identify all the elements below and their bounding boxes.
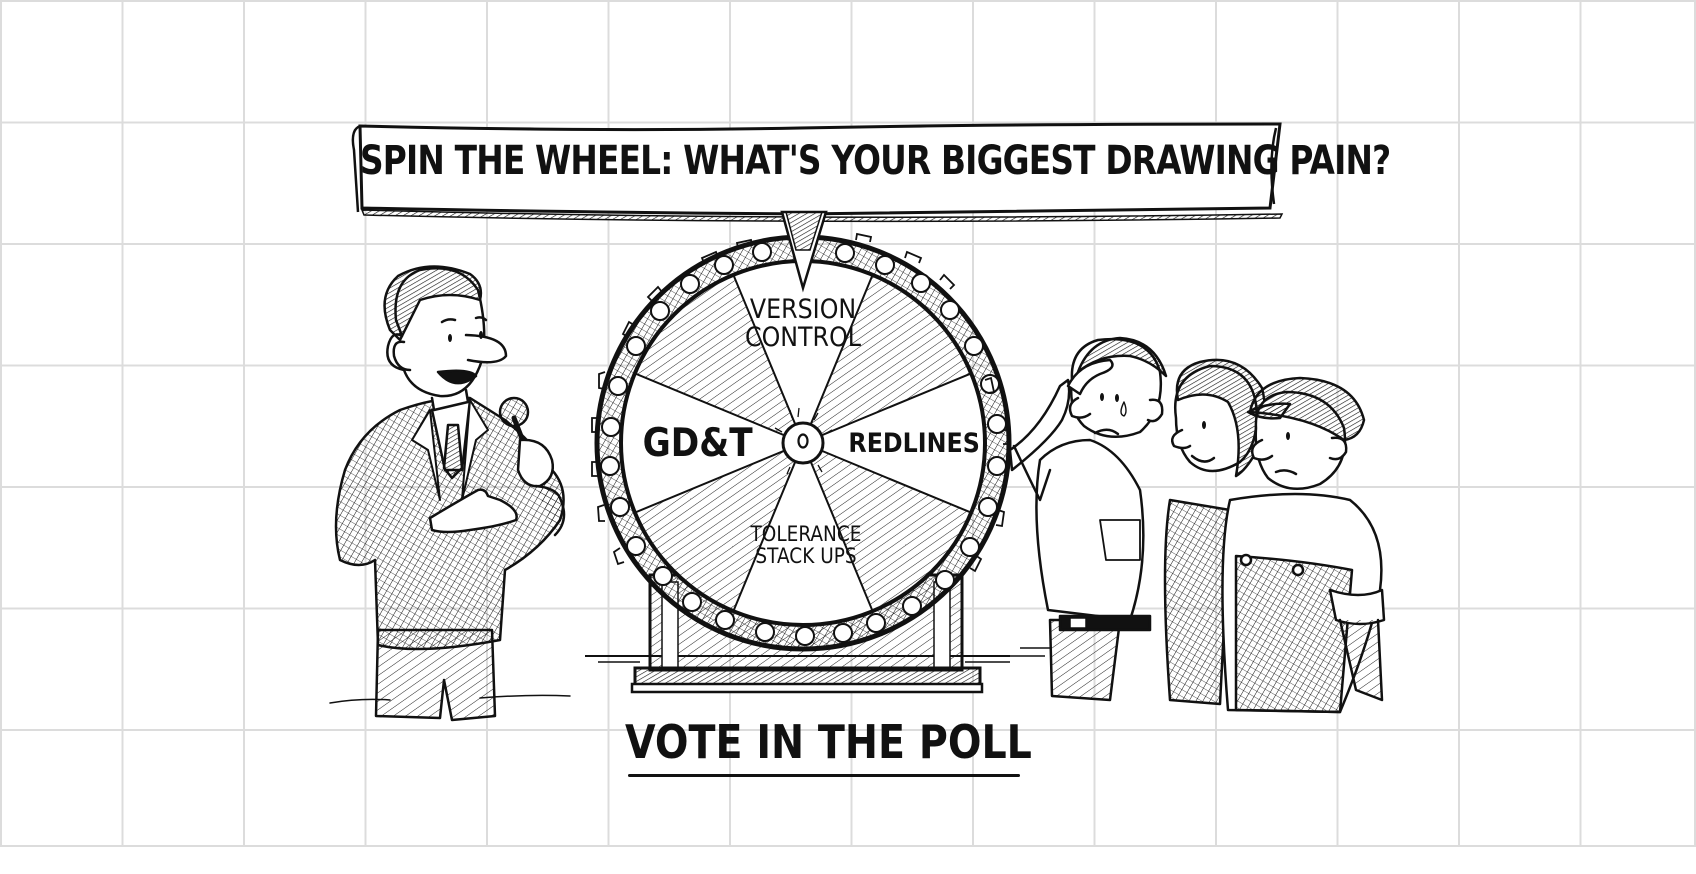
game-show-host — [329, 265, 571, 722]
wheel-hub — [781, 421, 825, 465]
worried-engineer — [1008, 336, 1168, 702]
wheel-rim-bulbs — [600, 239, 1007, 646]
worker-in-cap-and-overalls — [1221, 376, 1386, 714]
title-banner — [351, 122, 1284, 223]
segment-label-line: GD&T — [642, 421, 753, 466]
segment-label-line: CONTROL — [744, 322, 862, 354]
curly-haired-coworker — [1163, 358, 1267, 706]
wheel-segment-tolerance-stack-ups[interactable]: TOLERANCE STACK UPS — [744, 523, 867, 567]
wheel-segment-redlines[interactable]: REDLINES — [848, 428, 980, 459]
wheel-hatched-sectors — [633, 273, 973, 613]
segment-label-line: TOLERANCE — [750, 522, 862, 546]
ground-lines — [1010, 647, 1050, 657]
vote-in-poll-cta[interactable]: VOTE IN THE POLL — [625, 715, 1032, 769]
wheel-pegs — [591, 232, 1010, 573]
segment-label-line: STACK UPS — [755, 544, 857, 569]
segment-label-line: REDLINES — [848, 428, 980, 459]
prize-wheel[interactable] — [591, 232, 1012, 652]
banner-title: SPIN THE WHEEL: WHAT'S YOUR BIGGEST DRAW… — [360, 138, 1391, 184]
segment-label-line: VERSION — [749, 294, 857, 325]
cta-underline — [628, 774, 1020, 777]
wheel-pointer — [780, 210, 828, 293]
wheel-segment-version-control[interactable]: VERSION CONTROL — [741, 294, 864, 354]
wheel-segment-gdt[interactable]: GD&T — [642, 421, 753, 466]
